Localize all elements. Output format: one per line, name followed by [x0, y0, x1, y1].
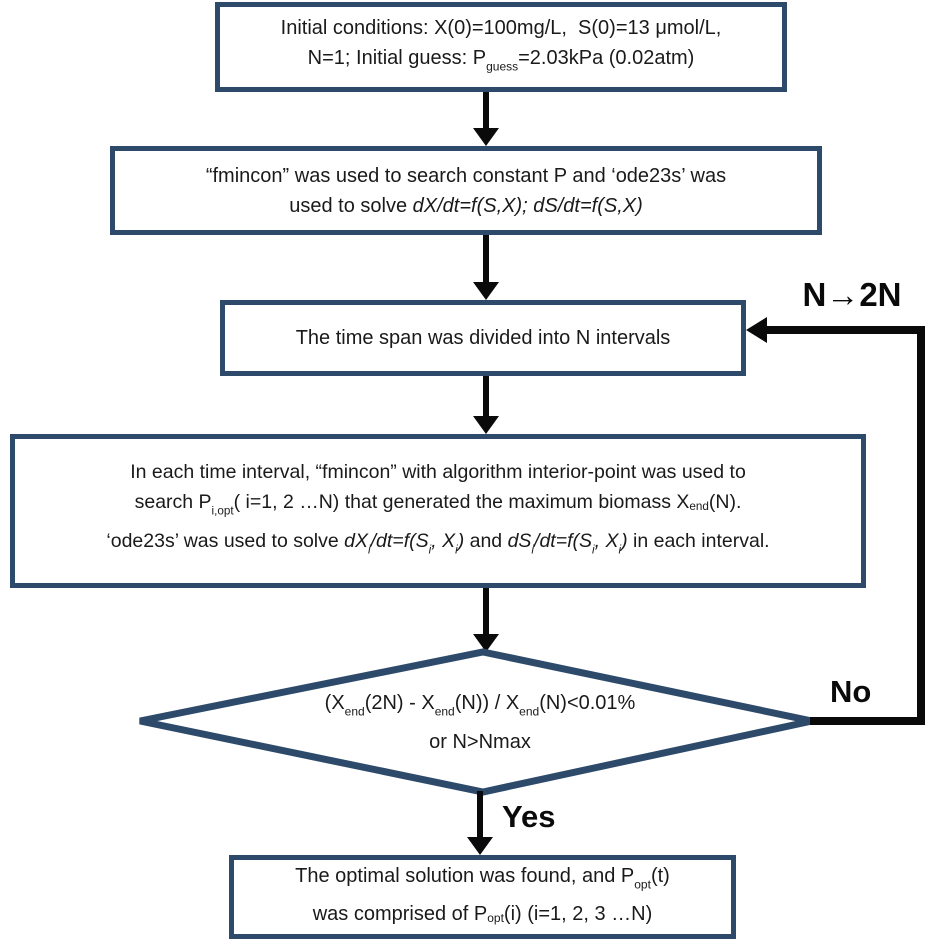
text-line: Initial conditions: X(0)=100mg/L, S(0)=1…	[281, 13, 722, 43]
label-yes: Yes	[502, 799, 556, 834]
connector-line	[483, 235, 489, 282]
text-run: The optimal solution was found, and P	[295, 864, 635, 887]
text-line: or N>Nmax	[180, 727, 780, 757]
text-run: was comprised of P	[312, 903, 488, 926]
equation-run: dX	[344, 530, 369, 552]
text-run: (t)	[650, 864, 670, 887]
text-line: “fmincon” was used to search constant P …	[206, 161, 726, 191]
text-run: (N)<0.01%	[539, 692, 636, 714]
decision-diamond-shape	[139, 648, 813, 796]
subscript-i: i	[618, 543, 622, 557]
node-optimal-solution: The optimal solution was found, and Popt…	[229, 855, 736, 939]
text-line: The time span was divided into N interva…	[296, 323, 671, 353]
arrow-fmincon-to-timespan	[473, 235, 499, 300]
subscript-end: end	[689, 499, 709, 513]
equation-run: /dt=f(S	[534, 530, 593, 552]
equation-run: , X	[431, 530, 456, 552]
equation-run: )	[457, 530, 465, 552]
no-branch-rail	[917, 326, 925, 725]
arrowhead-down-icon	[473, 282, 499, 300]
subscript-i: i	[368, 543, 371, 557]
text-run: and	[464, 530, 508, 552]
text-run: “fmincon” was used to search constant P …	[205, 164, 727, 187]
node-fmincon-constant-p: “fmincon” was used to search constant P …	[110, 146, 822, 235]
node-interval-optimization: In each time interval, “fmincon” with al…	[10, 434, 866, 588]
no-branch-return	[764, 326, 925, 334]
text-run: in each interval.	[627, 530, 770, 552]
text-run: In each time interval, “fmincon” with al…	[130, 460, 746, 483]
subscript-opt: opt	[487, 911, 504, 926]
arrow-interval-to-decision	[473, 588, 499, 652]
subscript-end: end	[434, 704, 455, 719]
label-no: No	[830, 674, 872, 709]
text-line: ‘ode23s’ was used to solve dXi/dt=f(Si, …	[106, 526, 769, 565]
node-time-span-division: The time span was divided into N interva…	[220, 300, 746, 376]
text-line: (Xend(2N) - Xend(N)) / Xend(N)<0.01%	[180, 688, 780, 727]
no-branch-horizontal	[810, 717, 925, 725]
arrow-decision-to-final	[467, 791, 493, 855]
text-run: Initial conditions: X(0)=100mg/L, S(0)=1…	[280, 16, 722, 39]
subscript-opt: opt	[634, 877, 651, 892]
text-line: search Pi,opt( i=1, 2 …N) that generated…	[135, 487, 742, 526]
subscript-end: end	[344, 704, 365, 719]
text-line: The optimal solution was found, and Popt…	[295, 861, 670, 900]
text-run: The time span was divided into N interva…	[295, 327, 671, 349]
equation-run: )	[621, 530, 628, 552]
arrowhead-down-icon	[473, 416, 499, 434]
text-line: N=1; Initial guess: Pguess=2.03kPa (0.02…	[308, 43, 695, 82]
arrow-timespan-to-interval	[473, 376, 499, 434]
text-run: or N>Nmax	[429, 730, 531, 753]
arrowhead-down-icon	[473, 128, 499, 146]
connector-line	[477, 791, 483, 837]
text-line: In each time interval, “fmincon” with al…	[130, 457, 746, 487]
subscript-i: i	[531, 543, 535, 557]
text-run: (N).	[708, 490, 742, 513]
arrowhead-down-icon	[467, 837, 493, 855]
connector-line	[483, 376, 489, 416]
arrow-init-to-fmincon	[473, 92, 499, 146]
connector-line	[483, 92, 489, 128]
equation-run: , X	[594, 530, 619, 552]
text-run: (i) (i=1, 2, 3 …N)	[503, 903, 653, 926]
arrowhead-left-icon	[746, 317, 767, 343]
text-run: (2N) - X	[364, 692, 435, 714]
node-initial-conditions: Initial conditions: X(0)=100mg/L, S(0)=1…	[215, 2, 787, 92]
subscript-i: i	[592, 543, 595, 557]
text-run: ( i=1, 2 …N) that generated the maximum …	[233, 490, 690, 513]
text-line: used to solve dX/dt=f(S,X); dS/dt=f(S,X)	[289, 191, 643, 221]
text-run: ‘ode23s’ was used to solve	[106, 530, 345, 552]
label-n-doubling: N→2N	[802, 276, 902, 313]
text-run: search P	[134, 490, 212, 513]
equation-run: dX/dt=f(S,X); dS/dt=f(S,X)	[412, 194, 643, 217]
subscript-i: i	[428, 543, 432, 557]
subscript-i: i	[455, 543, 458, 557]
arrowhead-down-icon	[473, 634, 499, 652]
text-run: (N)) / X	[454, 692, 520, 714]
text-run: (X	[324, 692, 345, 714]
text-run: N=1; Initial guess: P	[307, 46, 487, 69]
text-run: =2.03kPa (0.02atm)	[518, 46, 695, 69]
equation-run: dS	[507, 530, 532, 552]
text-line: was comprised of Popt(i) (i=1, 2, 3 …N)	[313, 899, 653, 933]
equation-run: /dt=f(S	[370, 530, 429, 552]
subscript-i-opt: i,opt	[211, 504, 234, 517]
subscript-end: end	[519, 704, 540, 719]
connector-line	[483, 588, 489, 634]
node-decision-convergence: (Xend(2N) - Xend(N)) / Xend(N)<0.01% or …	[180, 688, 780, 757]
text-run: used to solve	[289, 194, 413, 217]
subscript-guess: guess	[486, 59, 519, 74]
